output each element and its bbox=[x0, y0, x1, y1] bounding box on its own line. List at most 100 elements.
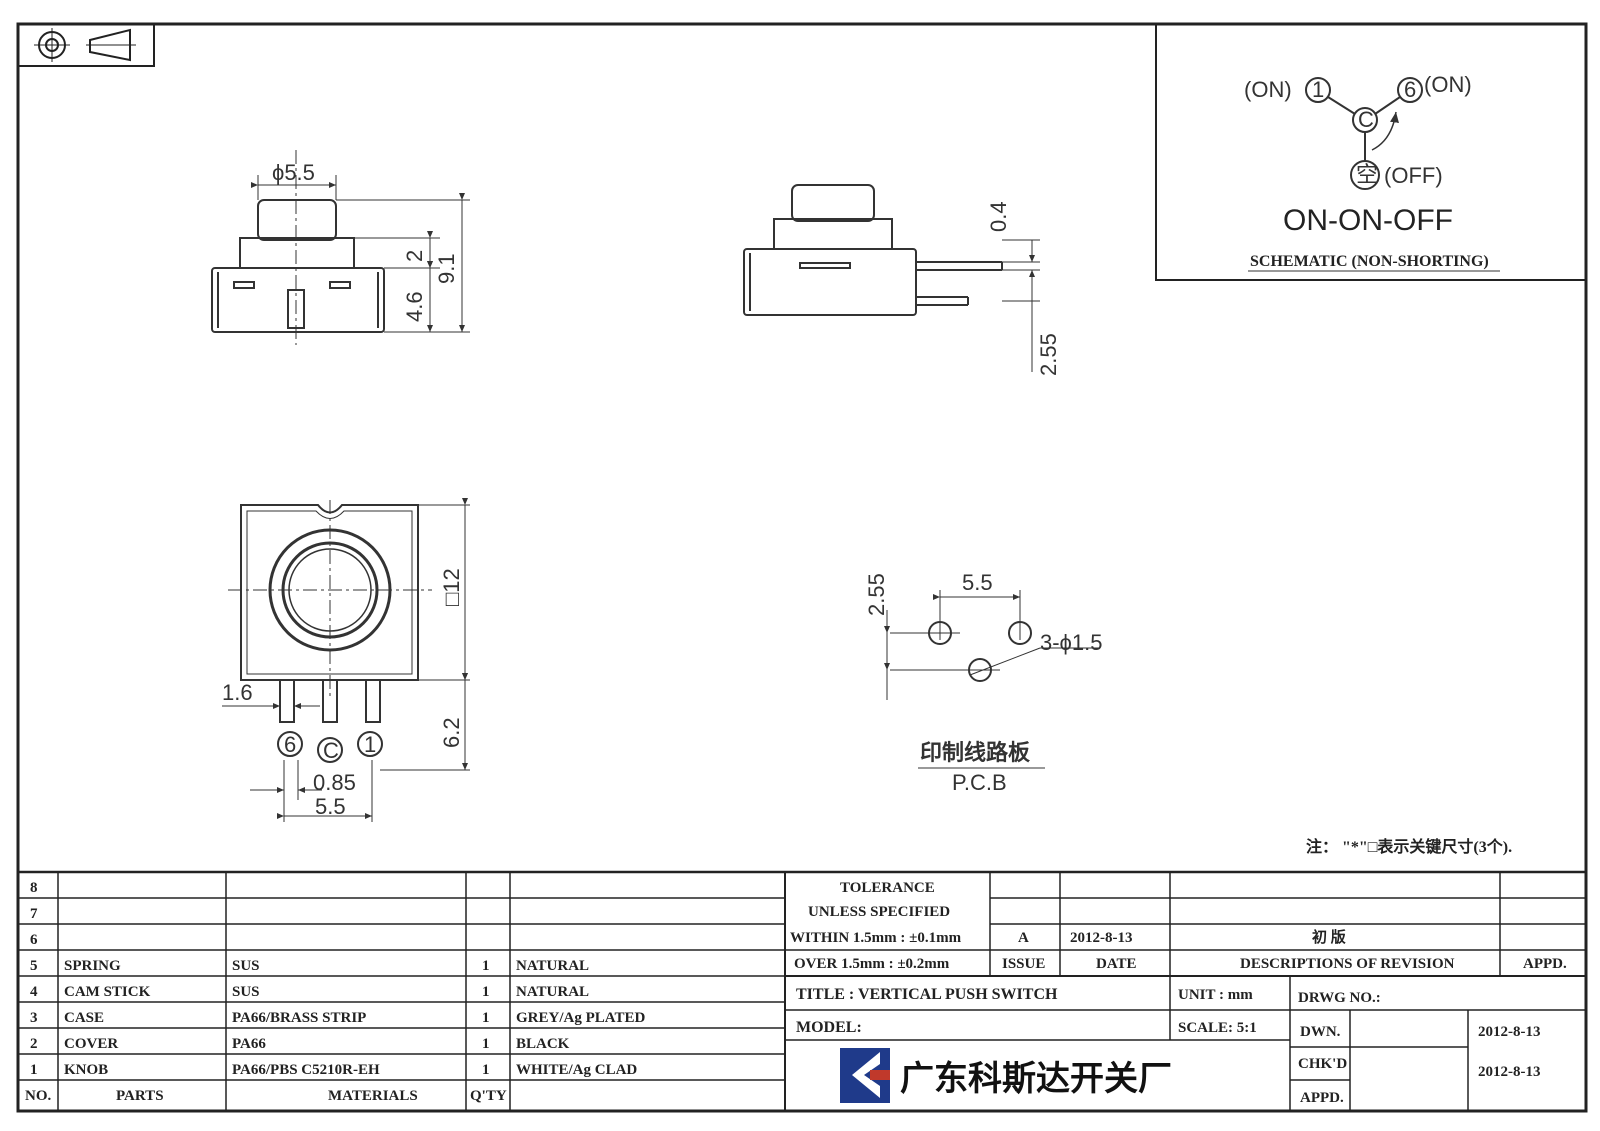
part-no: 5 bbox=[30, 958, 38, 974]
part-no: 4 bbox=[30, 984, 38, 1000]
dim-hole-diameter: 3-ϕ1.5 bbox=[1040, 630, 1102, 655]
parts-table-row: 2 COVER PA66 1 BLACK bbox=[30, 1036, 570, 1052]
projection-symbol-icon bbox=[17, 23, 155, 67]
pin-label-6: 6 bbox=[284, 732, 296, 757]
parts-table-row: 8 bbox=[30, 880, 38, 896]
side-view bbox=[743, 184, 1040, 372]
dim-pin-length: 6.2 bbox=[439, 717, 464, 748]
sch-node-1: 1 bbox=[1312, 77, 1324, 102]
rev-date-hdr: DATE bbox=[1096, 956, 1137, 972]
rev-issue-val: A bbox=[1018, 930, 1029, 946]
pcb-label-en: P.C.B bbox=[952, 770, 1007, 795]
part-finish: BLACK bbox=[516, 1036, 570, 1052]
dim-total-height: 9.1 bbox=[434, 253, 459, 284]
dim-case-height: 4.6 bbox=[402, 291, 427, 322]
hdr-materials: MATERIALS bbox=[328, 1088, 418, 1104]
sch-on-right: (ON) bbox=[1424, 72, 1472, 97]
part-material: PA66 bbox=[232, 1036, 266, 1052]
sch-caption: SCHEMATIC (NON-SHORTING) bbox=[1250, 253, 1489, 270]
pcb-label-cn: 印制线路板 bbox=[920, 740, 1031, 765]
schematic-diagram bbox=[1305, 77, 1423, 190]
pcb-layout bbox=[884, 590, 1100, 700]
part-finish: NATURAL bbox=[516, 958, 589, 974]
part-name: KNOB bbox=[64, 1062, 108, 1078]
part-finish: NATURAL bbox=[516, 984, 589, 1000]
parts-table-row: 7 bbox=[30, 906, 38, 922]
dim-pin-pitch: 5.5 bbox=[315, 794, 346, 819]
dim-pin-offset: 2.55 bbox=[1036, 333, 1061, 376]
parts-table-row: 3 CASE PA66/BRASS STRIP 1 GREY/Ag PLATED bbox=[30, 1010, 645, 1026]
sch-off: (OFF) bbox=[1384, 163, 1443, 188]
part-finish: GREY/Ag PLATED bbox=[516, 1010, 645, 1026]
part-material: PA66/PBS C5210R-EH bbox=[232, 1062, 380, 1078]
tb-drwg: DRWG NO.: bbox=[1298, 990, 1381, 1006]
part-no: 6 bbox=[30, 932, 38, 948]
parts-table-row: 5 SPRING SUS 1 NATURAL bbox=[30, 958, 589, 974]
pin-label-c: C bbox=[323, 738, 339, 763]
tb-model: MODEL: bbox=[796, 1019, 862, 1036]
tol-line4: OVER 1.5mm : ±0.2mm bbox=[794, 956, 950, 972]
part-no: 1 bbox=[30, 1062, 38, 1078]
rev-date-val: 2012-8-13 bbox=[1070, 930, 1133, 946]
parts-table-grid bbox=[18, 870, 1586, 1111]
note-text: 注： "*"□表示关键尺寸(3个). bbox=[1306, 837, 1512, 856]
dim-pin-width: 1.6 bbox=[222, 680, 253, 705]
parts-table-row: 1 KNOB PA66/PBS C5210R-EH 1 WHITE/Ag CLAD bbox=[30, 1062, 637, 1078]
part-no: 2 bbox=[30, 1036, 38, 1052]
hdr-qty: Q'TY bbox=[470, 1088, 507, 1104]
tb-appd: APPD. bbox=[1300, 1090, 1344, 1106]
parts-table-row: 4 CAM STICK SUS 1 NATURAL bbox=[30, 984, 589, 1000]
sheet-border bbox=[16, 22, 1588, 1113]
part-material: PA66/BRASS STRIP bbox=[232, 1010, 366, 1026]
tol-line1: TOLERANCE bbox=[840, 880, 935, 896]
tb-chkd: CHK'D bbox=[1298, 1056, 1347, 1072]
dim-square-12: □12 bbox=[439, 568, 464, 606]
tb-dwn-date: 2012-8-13 bbox=[1478, 1024, 1541, 1040]
dim-pcb-pitch: 5.5 bbox=[962, 570, 993, 595]
part-qty: 1 bbox=[482, 1062, 490, 1078]
tb-scale: SCALE: 5:1 bbox=[1178, 1020, 1257, 1036]
dim-pcb-offset: 2.55 bbox=[864, 573, 889, 616]
rev-desc-hdr: DESCRIPTIONS OF REVISION bbox=[1240, 956, 1455, 972]
tb-title: TITLE : VERTICAL PUSH SWITCH bbox=[796, 986, 1058, 1003]
sch-node-6: 6 bbox=[1404, 77, 1416, 102]
part-material: SUS bbox=[232, 984, 260, 1000]
dim-diameter-knob: ϕ5.5 bbox=[272, 160, 315, 185]
sch-node-c: C bbox=[1358, 107, 1374, 132]
pin-label-1: 1 bbox=[364, 732, 376, 757]
dim-cover-height: 2 bbox=[402, 250, 427, 262]
part-finish: WHITE/Ag CLAD bbox=[516, 1062, 637, 1078]
rev-issue-hdr: ISSUE bbox=[1002, 956, 1045, 972]
part-material: SUS bbox=[232, 958, 260, 974]
part-qty: 1 bbox=[482, 1036, 490, 1052]
top-view bbox=[222, 498, 470, 822]
part-no: 3 bbox=[30, 1010, 38, 1026]
tb-chk-date: 2012-8-13 bbox=[1478, 1064, 1541, 1080]
dim-pin-thickness: 0.4 bbox=[986, 201, 1011, 232]
tol-line3: WITHIN 1.5mm : ±0.1mm bbox=[790, 930, 962, 946]
part-qty: 1 bbox=[482, 984, 490, 1000]
hdr-parts: PARTS bbox=[116, 1088, 164, 1104]
rev-appd-hdr: APPD. bbox=[1523, 956, 1567, 972]
schematic-box bbox=[1155, 23, 1587, 281]
part-name: COVER bbox=[64, 1036, 118, 1052]
sch-node-empty: 空 bbox=[1356, 162, 1378, 187]
front-view bbox=[211, 150, 470, 345]
company-logo-icon bbox=[840, 1048, 890, 1103]
company-name: 广东科斯达开关厂 bbox=[900, 1059, 1172, 1099]
part-name: CASE bbox=[64, 1010, 104, 1026]
parts-table-row: 6 bbox=[30, 932, 38, 948]
part-qty: 1 bbox=[482, 1010, 490, 1026]
part-name: SPRING bbox=[64, 958, 121, 974]
tb-dwn: DWN. bbox=[1300, 1024, 1341, 1040]
part-no: 7 bbox=[30, 906, 38, 922]
part-qty: 1 bbox=[482, 958, 490, 974]
sch-mode-title: ON-ON-OFF bbox=[1283, 204, 1453, 237]
tb-unit: UNIT : mm bbox=[1178, 987, 1253, 1003]
sch-on-left: (ON) bbox=[1244, 77, 1292, 102]
part-name: CAM STICK bbox=[64, 984, 151, 1000]
tol-line2: UNLESS SPECIFIED bbox=[808, 904, 950, 920]
dim-pin-thickness-085: 0.85 bbox=[313, 770, 356, 795]
